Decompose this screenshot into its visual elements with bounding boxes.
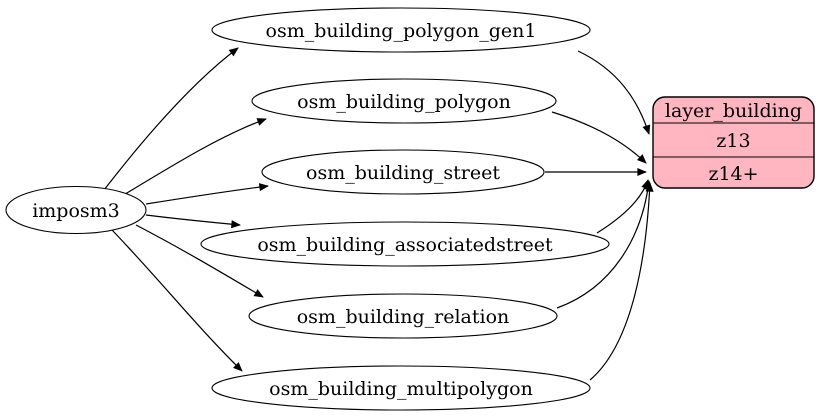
node-osm-building-street: osm_building_street (261, 149, 545, 195)
edge-polygon-to-z14 (551, 111, 647, 164)
node-imposm3: imposm3 (5, 185, 147, 235)
edge-imposm3-to-associatedstreet (145, 214, 241, 229)
edge-associatedstreet-to-z14 (596, 179, 650, 234)
table-ellipse (211, 365, 591, 411)
table-ellipse (261, 149, 545, 195)
layer-building-title: layer_building (665, 100, 802, 122)
table-label: osm_building_multipolygon (269, 378, 533, 400)
table-ellipse (251, 78, 557, 124)
edge-multipolygon-to-z14 (589, 182, 654, 381)
table-label: osm_building_relation (297, 306, 510, 328)
edge-imposm3-to-multipolygon (111, 229, 243, 372)
node-layer-building: layer_building z13 z14+ (652, 96, 815, 189)
edge-imposm3-to-street (145, 183, 269, 205)
node-osm-building-associatedstreet: osm_building_associatedstreet (200, 221, 610, 267)
node-osm-building-polygon-gen1: osm_building_polygon_gen1 (211, 7, 591, 53)
layer-building-row-z13: z13 (716, 130, 750, 152)
edges-source-to-tables (103, 47, 269, 372)
table-label: osm_building_polygon (297, 91, 511, 113)
table-ellipse (211, 7, 591, 53)
table-label: osm_building_polygon_gen1 (266, 20, 537, 42)
table-label: osm_building_associatedstreet (257, 234, 553, 256)
edges-tables-to-layer (545, 50, 654, 381)
layer-building-box (652, 96, 815, 189)
layer-building-row-z14plus: z14+ (708, 163, 758, 185)
imposm3-label: imposm3 (32, 200, 120, 222)
edge-relation-to-z14 (556, 180, 652, 309)
node-osm-building-multipolygon: osm_building_multipolygon (211, 365, 591, 411)
edge-imposm3-to-polygon (121, 118, 267, 197)
node-osm-building-relation: osm_building_relation (248, 293, 558, 339)
table-ellipse (248, 293, 558, 339)
edge-polygon-gen1-to-z13 (577, 50, 651, 135)
edge-imposm3-to-relation (135, 224, 264, 298)
table-ellipse (200, 221, 610, 267)
node-osm-building-polygon: osm_building_polygon (251, 78, 557, 124)
imposm3-ellipse (5, 185, 147, 235)
table-label: osm_building_street (306, 162, 500, 184)
edge-imposm3-to-polygon-gen1 (103, 47, 239, 191)
